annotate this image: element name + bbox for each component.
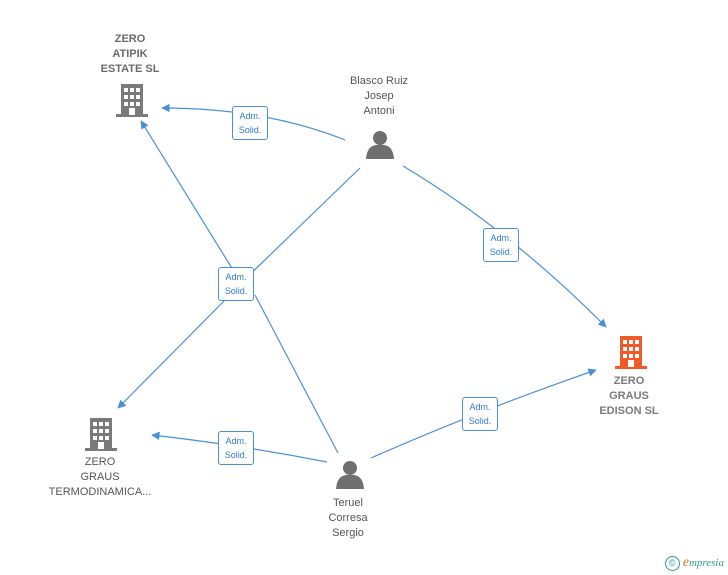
edge-label-teruel-zero-graus-termo: Adm. Solid.	[218, 431, 254, 465]
building-icon	[116, 84, 148, 117]
edge-teruel-hub	[254, 294, 339, 454]
edge-label-teruel-zero-graus-edison: Adm. Solid.	[462, 397, 498, 431]
edge-label-line: Solid.	[238, 125, 262, 135]
edge-label-line: Adm.	[225, 436, 247, 446]
edge-label-line: Solid.	[224, 286, 248, 296]
person-icon	[366, 131, 394, 159]
edge-label-line: Solid.	[489, 247, 513, 257]
label-line: ZERO	[114, 33, 146, 45]
label-line: EDISON SL	[599, 405, 659, 417]
label-line: Corresa	[328, 512, 368, 524]
node-label-teruel[interactable]: Teruel Corresa Sergio	[288, 496, 408, 541]
label-line: ZERO	[613, 375, 645, 387]
label-line: Teruel	[333, 497, 363, 509]
edge-label-blasco-zero-atipik: Adm. Solid.	[232, 106, 268, 140]
label-line: Antoni	[363, 105, 395, 117]
label-line: ATIPIK	[112, 48, 148, 60]
edge-label-line: Adm.	[469, 402, 491, 412]
label-line: Sergio	[332, 527, 364, 539]
edge-label-line: Adm.	[490, 233, 512, 243]
edge-label-line: Adm.	[225, 272, 247, 282]
edge-label-hub: Adm. Solid.	[218, 267, 254, 301]
copyright-icon: ©	[664, 556, 680, 571]
brand-name: mpresia	[688, 557, 724, 569]
edge-label-blasco-zero-graus-edison: Adm. Solid.	[483, 228, 519, 262]
node-label-blasco[interactable]: Blasco Ruiz Josep Antoni	[319, 74, 439, 119]
node-label-zero-graus-termo[interactable]: ZERO GRAUS TERMODINAMICA...	[40, 455, 160, 500]
node-label-zero-graus-edison[interactable]: ZERO GRAUS EDISON SL	[569, 374, 689, 419]
label-line: TERMODINAMICA...	[48, 486, 152, 498]
edge-label-line: Adm.	[239, 111, 261, 121]
building-focus-icon	[615, 336, 647, 369]
label-line: GRAUS	[609, 390, 649, 402]
label-line: Josep	[364, 90, 394, 102]
edge-label-line: Solid.	[468, 416, 492, 426]
brand-logo: ©empresia	[664, 555, 724, 571]
edge-hub-zero-atipik	[140, 120, 234, 271]
building-icon	[85, 418, 117, 451]
node-label-zero-atipik[interactable]: ZERO ATIPIK ESTATE SL	[70, 32, 190, 77]
label-line: ESTATE SL	[100, 63, 160, 75]
label-line: GRAUS	[80, 471, 120, 483]
edge-label-line: Solid.	[224, 450, 248, 460]
edge-blasco-hub	[238, 167, 361, 286]
label-line: ZERO	[84, 456, 116, 468]
brand-initial: e	[682, 555, 689, 570]
person-icon	[336, 461, 364, 489]
edge-hub-zero-graus-termo	[117, 299, 226, 409]
label-line: Blasco Ruiz	[349, 75, 409, 87]
